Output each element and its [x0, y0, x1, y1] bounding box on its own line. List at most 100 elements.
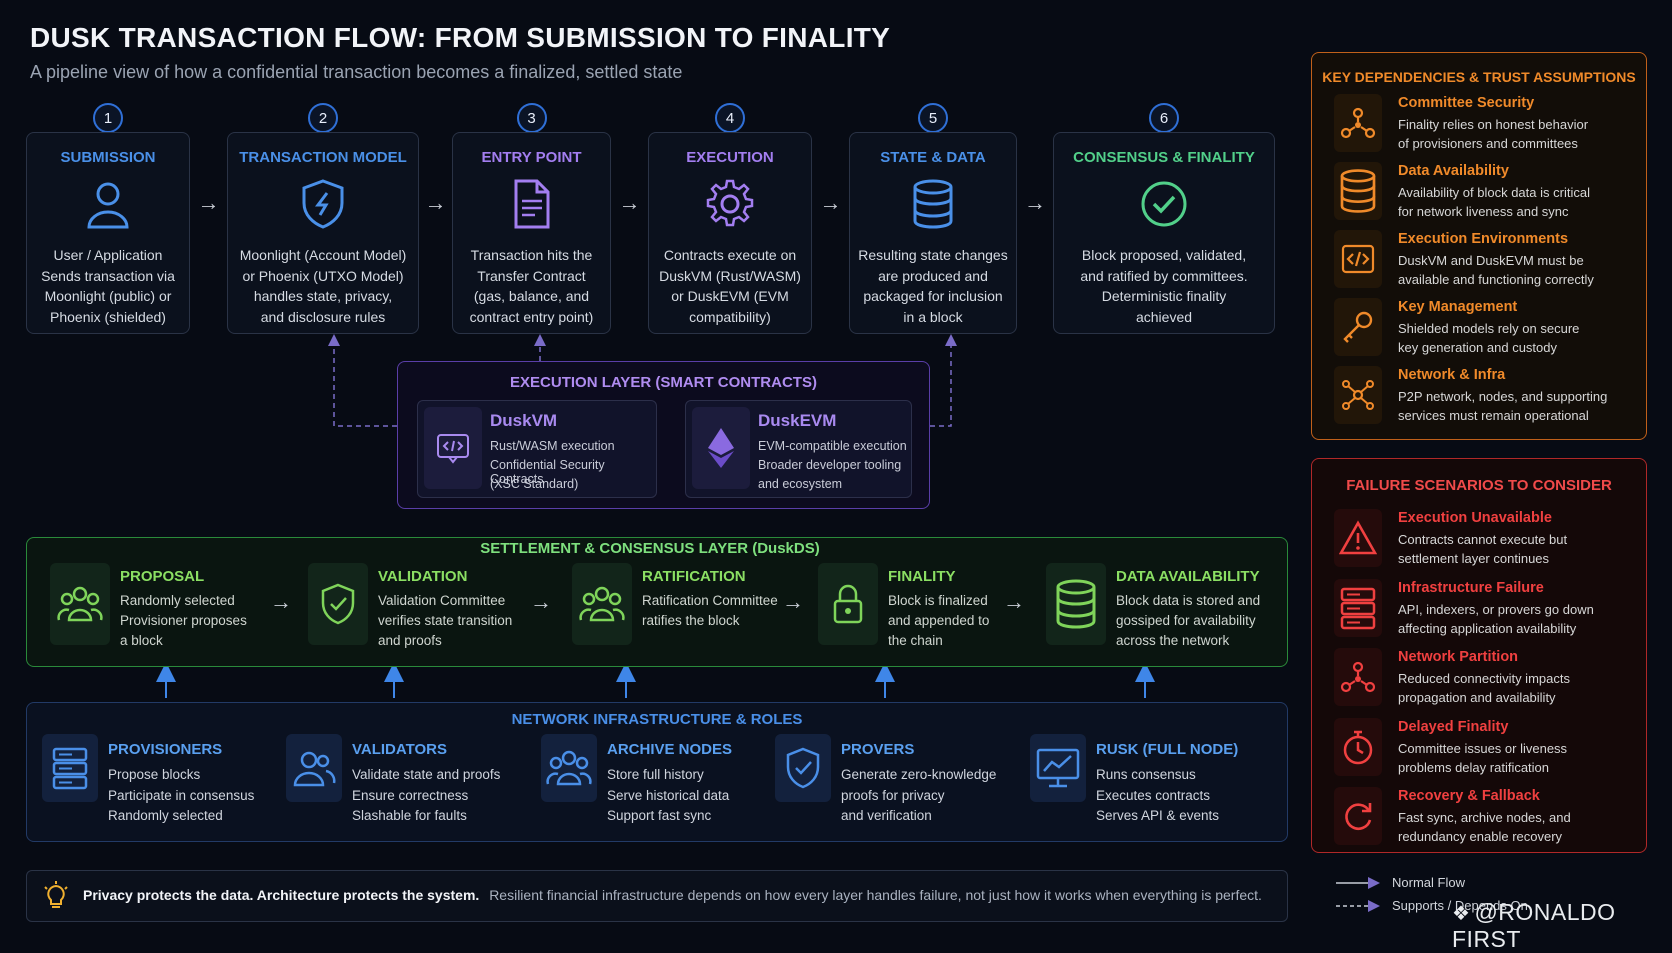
- settlement-stage-line: gossiped for availability: [1116, 613, 1256, 628]
- panel-item-line: Shielded models rely on secure: [1398, 321, 1580, 336]
- panel-item-line: Fast sync, archive nodes, and: [1398, 810, 1571, 825]
- panel-item-line: problems delay ratification: [1398, 759, 1550, 775]
- infra-role-line: Executes contracts: [1096, 787, 1211, 803]
- panel-item-name: Network & Infra: [1398, 367, 1506, 383]
- panel-item-name: Execution Environments: [1398, 231, 1569, 247]
- panel-item-line: Finality relies on honest behavior: [1398, 117, 1589, 132]
- ethereum-icon: [692, 407, 750, 489]
- infra-role-line: Validate state and proofs: [352, 767, 501, 782]
- duskvm-name: DuskVM: [490, 411, 558, 430]
- step-description-line: and ratified by committees.: [1080, 267, 1248, 284]
- infra-role-line: Generate zero-knowledge: [841, 767, 997, 782]
- step-title: CONSENSUS & FINALITY: [1073, 149, 1255, 166]
- duskvm-line: (XSC Standard): [490, 477, 579, 491]
- infra-role-line: Serves API & events: [1096, 808, 1220, 823]
- gear-icon: [703, 177, 757, 231]
- infra-role-line: Ensure correctness: [352, 787, 469, 803]
- flow-arrow: →: [530, 589, 552, 614]
- banner-text-row: Privacy protects the data. Architecture …: [83, 887, 1262, 903]
- lightbulb-icon: [41, 881, 71, 918]
- step-number-badge: 3: [516, 103, 547, 133]
- flow-arrow: →: [618, 190, 641, 215]
- settlement-stage-line: Randomly selected: [120, 593, 235, 608]
- settlement-stage-line: Provisioner proposes: [120, 613, 247, 628]
- monitor-chart-icon: [1030, 734, 1086, 802]
- settlement-stage-name: VALIDATION: [378, 568, 468, 585]
- infra-role-name: VALIDATORS: [352, 741, 448, 758]
- execution-layer-panel: EXECUTION LAYER (SMART CONTRACTS) DuskVM…: [397, 361, 930, 509]
- database-icon: [906, 177, 960, 231]
- diamond-logo-icon: ❖: [1452, 903, 1471, 925]
- panel-item-line: affecting application availability: [1398, 620, 1577, 636]
- panel-item-line: settlement layer continues: [1398, 551, 1550, 566]
- step-number-badge: 2: [308, 103, 338, 133]
- stopwatch-icon: [1334, 717, 1382, 776]
- step-description-line: and disclosure rules: [260, 308, 386, 325]
- lock-icon: [818, 563, 878, 645]
- step-description-line: Moonlight (Account Model): [239, 247, 407, 263]
- settlement-stage-line: a block: [120, 633, 163, 648]
- duskevm-name: DuskEVM: [758, 411, 837, 430]
- step-description: Resulting state changes are produced and p…: [856, 245, 1010, 327]
- step-title: SUBMISSION: [60, 149, 156, 166]
- dashed-connector-left: [328, 334, 397, 427]
- user-icon: [81, 177, 135, 231]
- panel-item-line: P2P network, nodes, and supporting: [1398, 389, 1608, 404]
- panel-item-name: Execution Unavailable: [1398, 510, 1552, 526]
- failures-title: FAILURE SCENARIOS TO CONSIDER: [1346, 477, 1612, 494]
- panel-item-name: Network Partition: [1398, 649, 1519, 665]
- step-description-line: in a block: [903, 308, 963, 325]
- settlement-stage-line: across the network: [1116, 633, 1230, 648]
- step-description-line: Deterministic finality: [1101, 288, 1227, 304]
- step-description: Block proposed, validated,and ratified b…: [1060, 245, 1268, 327]
- page-subtitle: A pipeline view of how a confidential tr…: [30, 62, 683, 82]
- infra-role-line: and verification: [841, 808, 932, 823]
- database-icon: [1046, 563, 1106, 645]
- panel-item-line: Availability of block data is critical: [1398, 185, 1590, 200]
- panel-item-line: of provisioners and committees: [1398, 136, 1578, 151]
- panel-item-line: DuskVM and DuskEVM must be: [1398, 253, 1584, 268]
- check-circle-icon: [1137, 177, 1191, 231]
- duskevm-card: DuskEVM EVM-compatible execution Broader…: [685, 400, 912, 498]
- dependencies-title: KEY DEPENDENCIES & TRUST ASSUMPTIONS: [1322, 69, 1636, 85]
- infra-role-name: PROVERS: [841, 741, 915, 758]
- users-icon: [286, 734, 342, 802]
- infra-role-line: Support fast sync: [607, 808, 712, 823]
- settlement-layer-title: SETTLEMENT & CONSENSUS LAYER (DuskDS): [480, 540, 820, 557]
- shield-icon: [296, 177, 350, 231]
- flow-arrow: →: [1003, 589, 1025, 614]
- step-description-line: compatibility): [689, 308, 771, 325]
- step-description-line: achieved: [1135, 308, 1193, 325]
- settlement-stage-line: Block data is stored and: [1116, 593, 1261, 608]
- banner-bold-text: Privacy protects the data. Architecture …: [83, 887, 480, 903]
- warning-icon: [1334, 509, 1382, 567]
- step-description-line: Resulting state changes: [858, 247, 1008, 263]
- settlement-stage-line: Block is finalized: [888, 593, 988, 608]
- execution-layer-title: EXECUTION LAYER (SMART CONTRACTS): [510, 374, 817, 391]
- shield-check-icon: [308, 563, 368, 645]
- database-icon: [1334, 162, 1382, 220]
- server-icon: [1334, 578, 1382, 637]
- settlement-stage-line: and proofs: [378, 633, 442, 648]
- server-icon: [42, 734, 98, 802]
- key-icon: [1334, 298, 1382, 356]
- step-description-line: DuskVM (Rust/WASM): [659, 267, 801, 284]
- document-icon: [505, 177, 559, 231]
- panel-item-line: redundancy enable recovery: [1398, 829, 1563, 844]
- infra-role-name: PROVISIONERS: [108, 741, 223, 758]
- settlement-stage-line: Ratification Committee: [642, 593, 778, 608]
- step-description-line: packaged for inclusion: [863, 288, 1003, 304]
- infra-role-line: Runs consensus: [1096, 767, 1196, 782]
- step-title: EXECUTION: [686, 149, 774, 166]
- duskevm-line: and ecosystem: [758, 477, 843, 491]
- infra-role-line: proofs for privacy: [841, 787, 945, 803]
- infra-role-line: Randomly selected: [108, 808, 223, 823]
- infra-role-name: ARCHIVE NODES: [607, 741, 733, 758]
- step-description-line: or Phoenix (UTXO Model): [242, 267, 404, 284]
- panel-item-line: services must remain operational: [1398, 408, 1589, 423]
- step-description-line: are produced and: [878, 267, 988, 284]
- network-icon: [1334, 94, 1382, 152]
- settlement-stage-name: DATA AVAILABILITY: [1116, 568, 1260, 585]
